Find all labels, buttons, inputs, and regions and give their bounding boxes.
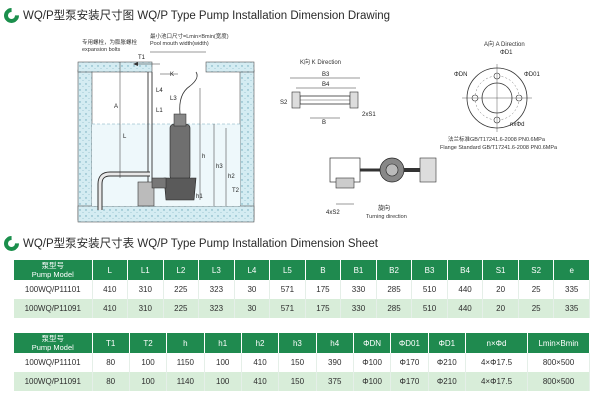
header-cell: h3 (278, 333, 317, 353)
drawing-section-title: WQ/P型泵安装尺寸图 WQ/P Type Pump Installation … (0, 4, 391, 26)
svg-text:2xS1: 2xS1 (362, 112, 376, 118)
table-row: 100WQ/P11101 410 310 225 323 30 571 175 … (14, 280, 590, 299)
k-direction-figure: K向 K Direction B3 B4 B S2 2xS1 (280, 58, 376, 126)
l1-label: L1 (156, 108, 163, 114)
header-cell: B1 (340, 260, 377, 280)
bolts-label-en: expansion bolts (82, 47, 120, 53)
pool-label-cn: 最小池口尺寸=Lmin×Bmin(宽度) (150, 32, 229, 40)
turning-direction-figure: 4xS2 旋向 Turning direction (326, 157, 437, 220)
header-cell: h (166, 333, 205, 353)
header-cell: L1 (127, 260, 164, 280)
pit-floor (77, 205, 255, 223)
header-cell: L5 (269, 260, 306, 280)
table-row: 100WQ/P11101 80 100 1150 100 410 150 390… (14, 353, 590, 372)
header-cell: T2 (129, 333, 168, 353)
header-cell: L2 (163, 260, 200, 280)
svg-text:S2: S2 (280, 100, 288, 106)
l4-label: L4 (156, 88, 163, 94)
header-cell: T1 (92, 333, 130, 353)
a-dir-title: A向 A Direction (484, 40, 525, 48)
header-cell: h1 (204, 333, 242, 353)
k-label: K (170, 72, 174, 78)
header-cell: h4 (316, 333, 354, 353)
header-cell: L3 (198, 260, 235, 280)
svg-text:ΦD1: ΦD1 (500, 50, 513, 56)
header-cell: e (553, 260, 590, 280)
drawing-svg: 专用螺栓，为膨胀螺栓 expansion bolts 最小池口尺寸=Lmin×B… (77, 32, 558, 223)
h3-label: h3 (216, 164, 223, 170)
header-cell: L (92, 260, 129, 280)
l3-label: L3 (170, 96, 177, 102)
sheet-title-text: WQ/P型泵安装尺寸表 WQ/P Type Pump Installation … (23, 238, 378, 250)
header-cell: B (305, 260, 342, 280)
a-label: A (114, 104, 118, 110)
table-row: 100WQ/P11091 410 310 225 323 30 571 175 … (14, 299, 590, 318)
drawing-title-text: WQ/P型泵安装尺寸图 WQ/P Type Pump Installation … (23, 10, 391, 22)
pit-figure (77, 51, 255, 223)
svg-text:ΦDN: ΦDN (454, 72, 467, 78)
header-cell: Lmin×Bmin (527, 333, 590, 353)
header-cell: ΦD1 (428, 333, 467, 353)
t1-label: T1 (138, 55, 146, 61)
svg-text:B3: B3 (322, 72, 330, 78)
pit-left-wall (77, 69, 93, 221)
svg-text:nxΦd: nxΦd (510, 122, 524, 128)
pit-top-slab-left (77, 61, 153, 73)
flange-standard-en: Flange Standard GB/T17241.6-2008 PN0.6MP… (440, 145, 558, 151)
svg-text:Turning direction: Turning direction (366, 214, 407, 220)
svg-text:旋向: 旋向 (378, 204, 390, 212)
h-label: h (202, 154, 205, 160)
pit-top-slab-right (205, 61, 255, 73)
svg-text:ΦD01: ΦD01 (524, 72, 540, 78)
header-cell: B4 (447, 260, 484, 280)
header-cell: L4 (234, 260, 271, 280)
pit-right-wall (239, 69, 255, 221)
c-bullet-icon (0, 232, 23, 254)
flange-standard-cn: 法兰标准GB/T17241.6-2008 PN0.6MPa (448, 135, 546, 143)
h2-label: h2 (228, 174, 235, 180)
table-row: 100WQ/P11091 80 100 1140 100 410 150 375… (14, 372, 590, 391)
k-dir-title: K向 K Direction (300, 58, 341, 66)
c-bullet-icon (0, 4, 23, 26)
svg-text:B: B (322, 120, 326, 126)
header-cell: S2 (518, 260, 555, 280)
header-cell: B2 (376, 260, 413, 280)
bolts-label-cn: 专用螺栓，为膨胀螺栓 (82, 38, 138, 46)
h1-label: h1 (196, 194, 203, 200)
pool-label-en: Pool mouth width(width) (150, 41, 209, 47)
header-cell: h2 (241, 333, 280, 353)
header-cell: n×Φd (465, 333, 528, 353)
header-cell: ΦD01 (390, 333, 429, 353)
sheet-section-title: WQ/P型泵安装尺寸表 WQ/P Type Pump Installation … (0, 232, 378, 254)
l-label: L (123, 134, 127, 140)
svg-text:4xS2: 4xS2 (326, 210, 340, 216)
header-cell: S1 (482, 260, 519, 280)
svg-text:B4: B4 (322, 82, 330, 88)
a-direction-figure: A向 A Direction ΦD1 ΦDN ΦD01 nxΦd 法兰标准GB/… (440, 40, 558, 151)
t2-label: T2 (232, 188, 240, 194)
header-cell: B3 (411, 260, 448, 280)
installation-drawing: 专用螺栓，为膨胀螺栓 expansion bolts 最小池口尺寸=Lmin×B… (0, 28, 600, 234)
header-cell: ΦDN (353, 333, 392, 353)
